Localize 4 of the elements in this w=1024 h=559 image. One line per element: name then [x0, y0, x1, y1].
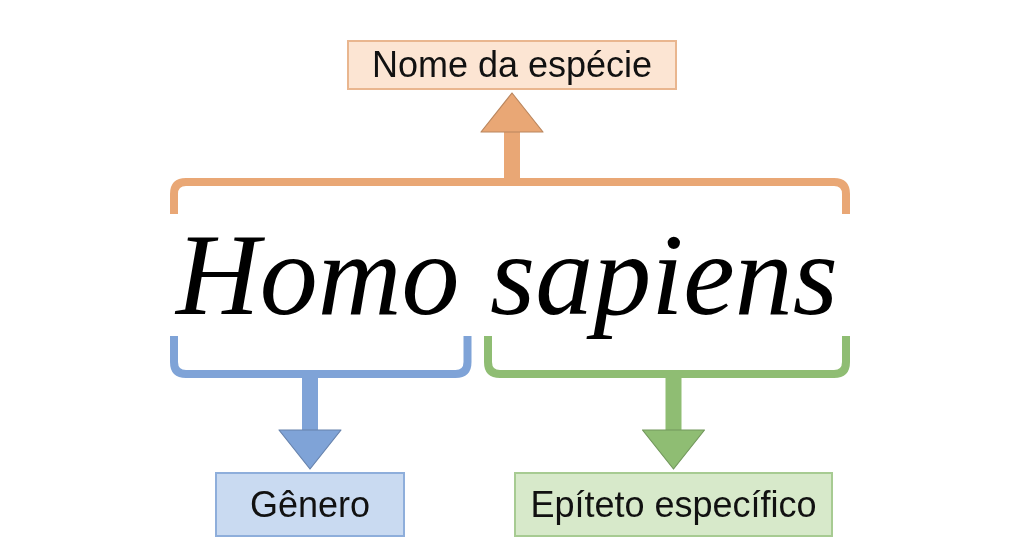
genus-name: Homo	[176, 214, 460, 336]
species-name-box: Nome da espécie	[347, 40, 677, 90]
epithet-box: Epíteto específico	[514, 472, 833, 537]
genus-box: Gênero	[215, 472, 405, 537]
